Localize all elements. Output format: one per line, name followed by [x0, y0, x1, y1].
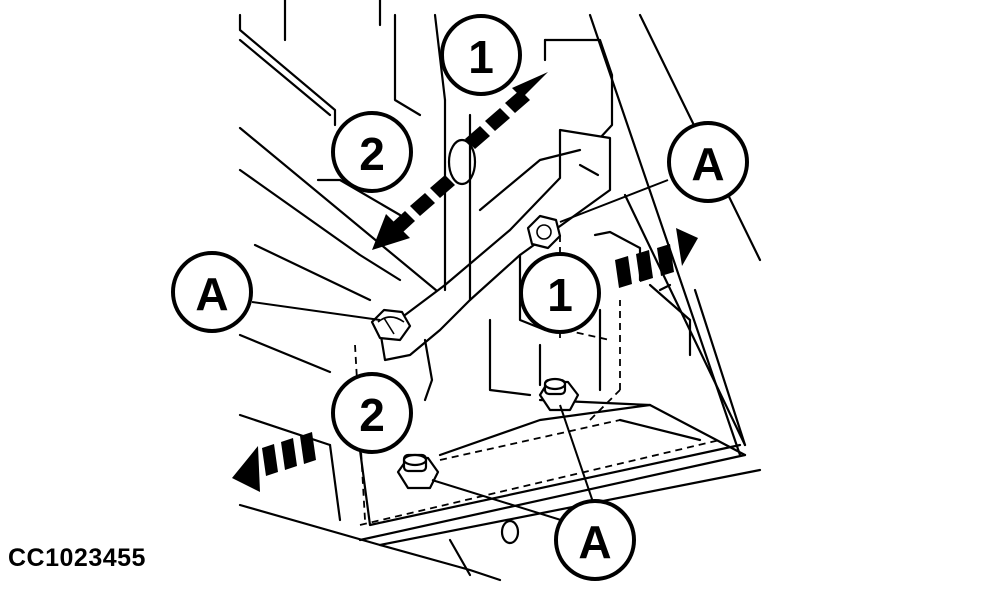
- svg-text:1: 1: [547, 269, 573, 321]
- svg-text:A: A: [691, 138, 724, 190]
- nut-left: [370, 308, 412, 342]
- callout-a-right: A: [667, 121, 749, 203]
- leader-lines: [251, 179, 669, 526]
- callout-2-low: 2: [331, 372, 413, 454]
- bolt-lower-left: [396, 453, 440, 490]
- svg-text:1: 1: [468, 31, 494, 83]
- arrow-left: [232, 432, 316, 492]
- svg-text:2: 2: [359, 389, 385, 441]
- callout-a-bottom: A: [554, 499, 636, 581]
- nut-top-right: [526, 214, 562, 250]
- callout-2-top: 2: [331, 111, 413, 193]
- svg-text:A: A: [578, 516, 611, 568]
- callout-a-left: A: [171, 251, 253, 333]
- callout-1-top: 1: [440, 14, 522, 96]
- svg-text:2: 2: [359, 128, 385, 180]
- bolt-center: [538, 377, 580, 412]
- arrow-right: [615, 228, 698, 288]
- double-arrow-diagonal: [372, 72, 548, 250]
- figure-code-label: CC1023455: [8, 544, 146, 572]
- callout-1-mid: 1: [519, 252, 601, 334]
- svg-text:A: A: [195, 268, 228, 320]
